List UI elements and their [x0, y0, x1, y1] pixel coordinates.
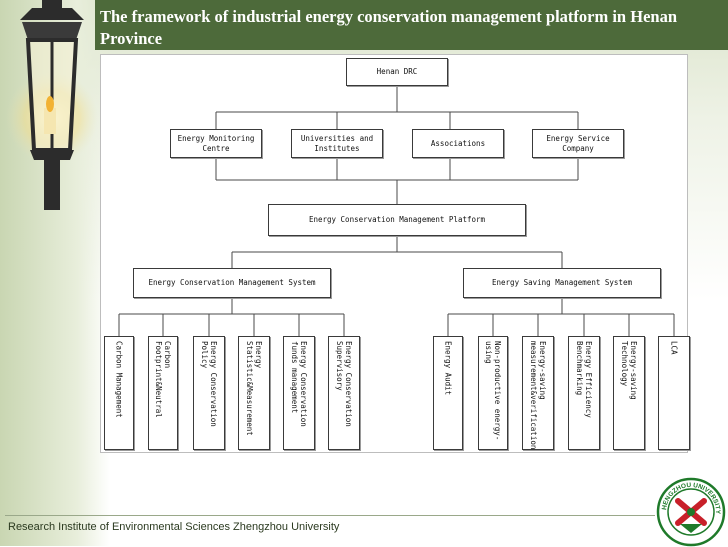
node-supervisory: Energy Conservation Supervisory — [328, 336, 360, 450]
node-carbon-footprint: Carbon Footprint&Neutral — [148, 336, 178, 450]
university-seal-logo: ZHENGZHOU UNIVERSITY — [656, 477, 726, 547]
node-root: Henan DRC — [346, 58, 448, 86]
node-efficiency-benchmarking: Energy Efficiency Benchmarking — [568, 336, 600, 450]
node-conservation-system: Energy Conservation Management System — [133, 268, 331, 298]
node-supervisory-label: Energy Conservation Supervisory — [335, 341, 353, 427]
node-associations: Associations — [412, 129, 504, 158]
title-bar — [95, 0, 728, 50]
slide-title: The framework of industrial energy conse… — [100, 7, 677, 48]
node-conservation-policy-label: Energy Conservation Policy — [200, 341, 218, 427]
node-non-productive-label: Non-productive energy-using — [484, 341, 502, 441]
node-funds-management-label: Energy Conservation funds management — [290, 341, 308, 427]
node-energy-audit-label: Energy Audit — [443, 341, 453, 396]
node-energy-audit: Energy Audit — [433, 336, 463, 450]
node-saving-system: Energy Saving Management System — [463, 268, 661, 298]
node-carbon-management: Carbon Management — [104, 336, 134, 450]
node-statistic-measurement-label: Energy Statistic&Measurement — [245, 341, 263, 436]
node-carbon-footprint-label: Carbon Footprint&Neutral — [154, 341, 172, 418]
node-efficiency-benchmarking-label: Energy Efficiency Benchmarking — [575, 341, 593, 418]
node-conservation-policy: Energy Conservation Policy — [193, 336, 225, 450]
node-measurement-verification-label: Energy-saving measurement&verification — [529, 341, 547, 450]
node-measurement-verification: Energy-saving measurement&verification — [522, 336, 554, 450]
footer-text: Research Institute of Environmental Scie… — [8, 521, 340, 533]
node-lca: LCA — [658, 336, 690, 450]
node-lca-label: LCA — [669, 341, 679, 355]
node-platform: Energy Conservation Management Platform — [268, 204, 526, 236]
node-non-productive: Non-productive energy-using — [478, 336, 508, 450]
node-energy-monitoring-centre: Energy Monitoring Centre — [170, 129, 262, 158]
lantern-icon — [6, 0, 98, 210]
node-funds-management: Energy Conservation funds management — [283, 336, 315, 450]
node-energy-service-company: Energy Service Company — [532, 129, 624, 158]
node-saving-technology-label: Energy-saving Technology — [620, 341, 638, 400]
footer-divider — [5, 515, 655, 516]
node-universities-institutes: Universities and Institutes — [291, 129, 383, 158]
node-statistic-measurement: Energy Statistic&Measurement — [238, 336, 270, 450]
node-saving-technology: Energy-saving Technology — [613, 336, 645, 450]
node-carbon-management-label: Carbon Management — [114, 341, 124, 418]
